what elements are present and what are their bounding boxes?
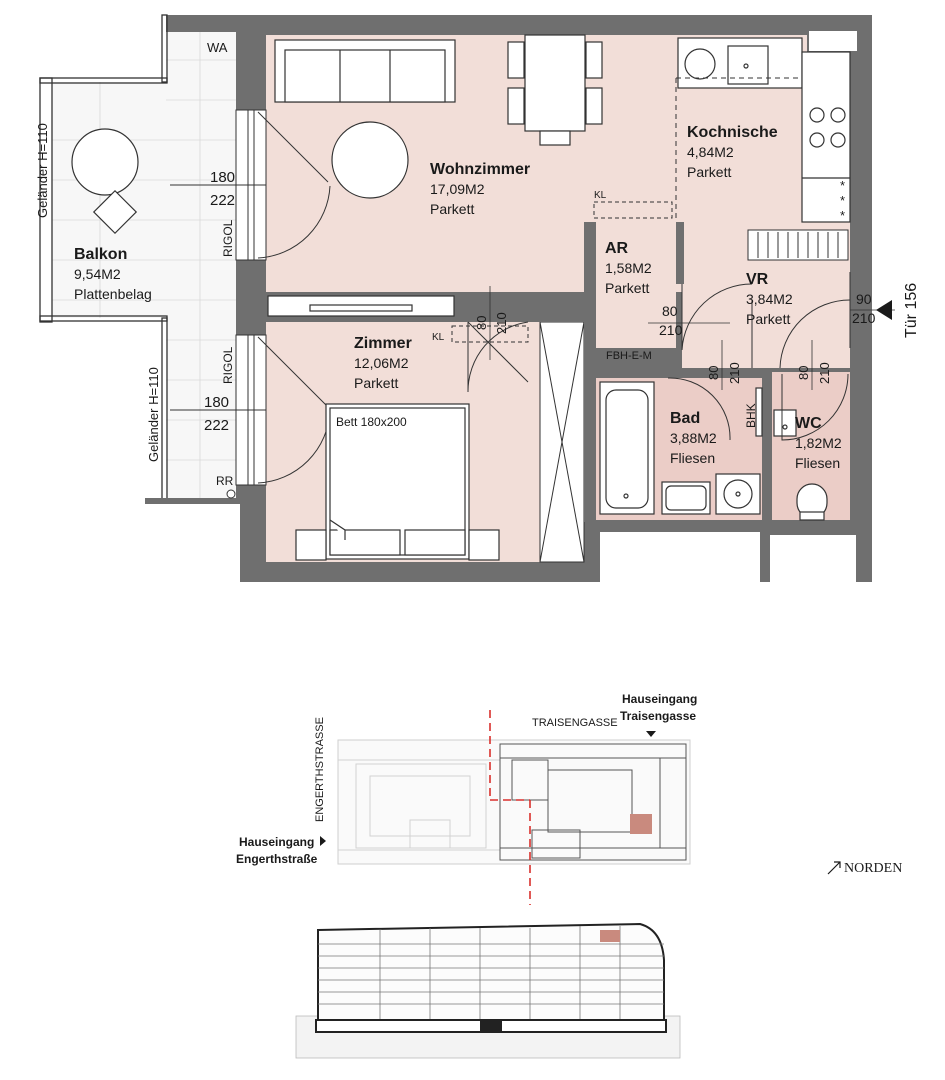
bed <box>295 403 500 561</box>
fbh-label: FBH-E-M <box>606 350 652 362</box>
section-apartment-marker <box>600 930 620 942</box>
door-number: Tür 156 <box>903 283 920 338</box>
vr-floor: Parkett <box>746 311 790 327</box>
wa-label: WA <box>207 40 228 55</box>
zimmer-area: 12,06M2 <box>354 355 409 371</box>
balkon-name: Balkon <box>74 246 127 263</box>
north-arrow-icon <box>827 861 841 875</box>
kochnische-floor: Parkett <box>687 164 731 180</box>
svg-text:*: * <box>840 193 845 208</box>
wohnzimmer-name: Wohnzimmer <box>430 161 530 178</box>
bad-area: 3,88M2 <box>670 430 717 446</box>
entrance-arrow-icon <box>876 300 892 320</box>
rigol-label-top: RIGOL <box>221 219 235 257</box>
rainwater-pipe-icon <box>226 489 236 499</box>
balkon-area: 9,54M2 <box>74 266 121 282</box>
window-width-bottom: 180 <box>204 394 229 411</box>
svg-text:*: * <box>840 178 845 193</box>
door-width-bad: 80 <box>706 366 721 380</box>
wc-area: 1,82M2 <box>795 435 842 451</box>
wohnzimmer-floor: Parkett <box>430 201 474 217</box>
apartment-marker <box>630 814 652 834</box>
door-height-bad: 210 <box>727 362 742 384</box>
door-height-wc: 210 <box>817 362 832 384</box>
ar-floor <box>596 226 676 348</box>
entrance-enger-line1: Hauseingang <box>239 835 314 849</box>
kl-label-top: KL <box>594 190 607 201</box>
gelaender-label-bottom: Geländer H=110 <box>146 367 161 462</box>
section-elevation <box>295 922 681 1059</box>
bed-label: Bett 180x200 <box>336 415 407 429</box>
zimmer-floor: Parkett <box>354 375 398 391</box>
entrance-enger-line2: Engerthstraße <box>236 852 318 866</box>
door-width-wc: 80 <box>796 366 811 380</box>
vr-name: VR <box>746 271 769 288</box>
kl-label-bottom: KL <box>432 332 445 343</box>
entrance-enger-arrow-icon <box>320 836 326 846</box>
bath-fixtures <box>599 381 828 521</box>
balcony-table <box>71 128 139 196</box>
rr-label: RR <box>216 474 234 488</box>
site-labels: TRAISENGASSE ENGERTHSTRASSE Hauseingang … <box>236 692 902 876</box>
balcony <box>39 14 240 504</box>
door-height-zimmer: 210 <box>494 312 509 334</box>
entrance-traisen-arrow-icon <box>646 731 656 737</box>
kochnische-name: Kochnische <box>687 124 778 141</box>
traisengasse-label: TRAISENGASSE <box>532 717 618 729</box>
window-height-bottom: 222 <box>204 417 229 434</box>
ar-name: AR <box>605 240 629 257</box>
ar-area: 1,58M2 <box>605 260 652 276</box>
window-width-top: 180 <box>210 169 235 186</box>
door-width-entrance: 90 <box>856 291 872 307</box>
north-label: NORDEN <box>844 861 902 876</box>
door-width-ar: 80 <box>662 303 678 319</box>
wc-name: WC <box>795 415 822 432</box>
door-height-entrance: 210 <box>852 310 876 326</box>
room-labels: Wohnzimmer 17,09M2 Parkett Kochnische 4,… <box>74 124 842 471</box>
wohnzimmer-area: 17,09M2 <box>430 181 485 197</box>
apartment-plan: * * * <box>0 14 895 582</box>
door-height-ar: 210 <box>659 322 683 338</box>
balkon-floor: Plattenbelag <box>74 286 152 302</box>
rigol-label-bottom: RIGOL <box>221 346 235 384</box>
window-height-top: 222 <box>210 192 235 209</box>
door-width-zimmer: 80 <box>474 316 489 330</box>
kitchen-units <box>677 37 851 223</box>
gelaender-label-top: Geländer H=110 <box>35 123 50 218</box>
bhk-label: BHK <box>744 403 758 428</box>
vr-area: 3,84M2 <box>746 291 793 307</box>
living-furniture <box>267 34 603 317</box>
ar-floor: Parkett <box>605 280 649 296</box>
svg-text:*: * <box>840 208 845 223</box>
plan-annotations: WA RIGOL RIGOL Geländer H=110 Geländer H… <box>35 40 920 488</box>
site-plan <box>320 710 841 905</box>
bad-floor: Fliesen <box>670 450 715 466</box>
entrance-traisen-line2: Traisengasse <box>620 709 696 723</box>
bad-name: Bad <box>670 410 700 427</box>
wc-floor: Fliesen <box>795 455 840 471</box>
kochnische-area: 4,84M2 <box>687 144 734 160</box>
entrance-traisen-line1: Hauseingang <box>622 692 697 706</box>
zimmer-name: Zimmer <box>354 335 412 352</box>
balcony-chair <box>92 189 138 235</box>
engerthstrasse-label: ENGERTHSTRASSE <box>314 717 326 822</box>
